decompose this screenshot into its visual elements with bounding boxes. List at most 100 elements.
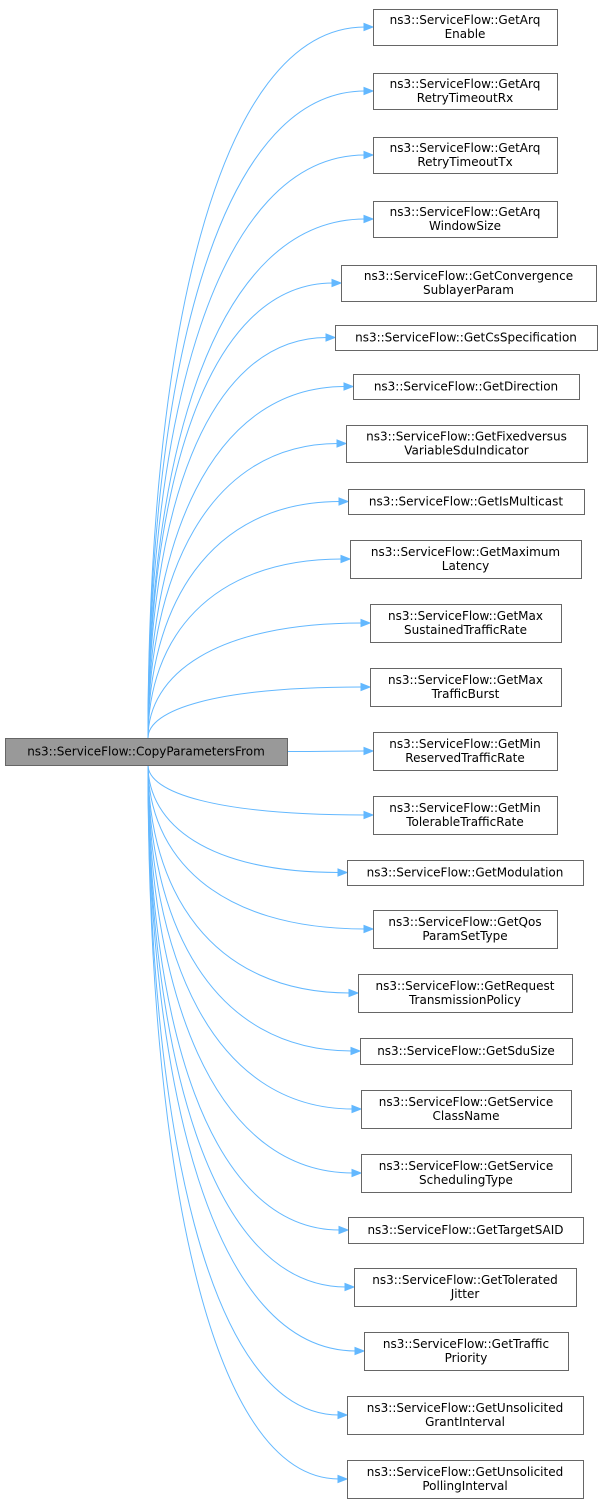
edge-arrowhead xyxy=(363,924,375,934)
node-get-convergence-sublayer-param[interactable]: ns3::ServiceFlow::GetConvergenceSublayer… xyxy=(341,265,597,302)
node-label-line: Jitter xyxy=(450,1287,480,1301)
node-box xyxy=(350,540,582,579)
edge-arrowhead xyxy=(363,746,375,756)
node-label-line: TransmissionPolicy xyxy=(408,993,521,1007)
call-edge xyxy=(147,386,346,739)
edge-arrowhead xyxy=(325,333,337,342)
node-box xyxy=(373,73,558,110)
root-node[interactable]: ns3::ServiceFlow::CopyParametersFrom xyxy=(5,738,288,766)
root-node-box xyxy=(5,738,288,766)
node-label-line: ns3::ServiceFlow::GetTargetSAID xyxy=(367,1223,563,1237)
node-box xyxy=(360,1038,573,1065)
node-box xyxy=(347,1396,584,1435)
node-get-sdu-size[interactable]: ns3::ServiceFlow::GetSduSize xyxy=(360,1038,573,1065)
node-label-line: ns3::ServiceFlow::GetConvergence xyxy=(364,269,573,283)
node-get-modulation[interactable]: ns3::ServiceFlow::GetModulation xyxy=(347,860,584,886)
node-label-line: ns3::ServiceFlow::GetMax xyxy=(388,609,543,623)
edge-arrowhead xyxy=(363,22,375,32)
node-get-target-said[interactable]: ns3::ServiceFlow::GetTargetSAID xyxy=(348,1217,584,1244)
node-label-line: Enable xyxy=(445,27,486,41)
edge-arrowhead xyxy=(343,382,355,391)
edge-arrowhead xyxy=(340,554,352,564)
node-get-unsolicited-grant-interval[interactable]: ns3::ServiceFlow::GetUnsolicitedGrantInt… xyxy=(347,1396,584,1435)
node-label-line: Priority xyxy=(445,1351,488,1365)
node-box xyxy=(373,732,558,771)
node-box xyxy=(341,265,597,302)
node-get-unsolicited-polling-interval[interactable]: ns3::ServiceFlow::GetUnsolicitedPollingI… xyxy=(347,1460,584,1499)
node-get-fixedversus-variable-sdu-indicator[interactable]: ns3::ServiceFlow::GetFixedversusVariable… xyxy=(346,425,588,463)
call-edge xyxy=(286,750,366,752)
node-box xyxy=(347,860,584,886)
call-edge xyxy=(147,154,366,739)
node-box xyxy=(373,201,558,238)
node-label-line: ns3::ServiceFlow::GetArq xyxy=(390,141,541,155)
node-label-line: Latency xyxy=(442,559,489,573)
node-label-line: ns3::ServiceFlow::GetIsMulticast xyxy=(369,495,563,509)
call-edge xyxy=(147,443,339,739)
node-label-line: ns3::ServiceFlow::GetMaximum xyxy=(371,545,560,559)
call-edge xyxy=(147,686,363,739)
node-get-min-reserved-traffic-rate[interactable]: ns3::ServiceFlow::GetMinReservedTrafficR… xyxy=(373,732,558,771)
node-label-line: ns3::ServiceFlow::GetService xyxy=(379,1095,554,1109)
node-get-is-multicast[interactable]: ns3::ServiceFlow::GetIsMulticast xyxy=(348,489,585,515)
call-edge xyxy=(147,26,366,739)
call-edge xyxy=(147,764,340,873)
node-box xyxy=(358,974,573,1013)
node-get-service-scheduling-type[interactable]: ns3::ServiceFlow::GetServiceSchedulingTy… xyxy=(361,1154,572,1193)
call-edge xyxy=(147,282,334,739)
edge-arrowhead xyxy=(363,86,375,96)
node-box xyxy=(373,796,558,835)
edge-arrowhead xyxy=(354,1346,366,1356)
node-box xyxy=(364,1332,569,1371)
call-edge xyxy=(147,90,366,739)
call-edge xyxy=(147,764,341,1231)
call-edges xyxy=(147,22,375,1484)
node-get-cs-specification[interactable]: ns3::ServiceFlow::GetCsSpecification xyxy=(335,325,598,351)
node-label-line: SchedulingType xyxy=(419,1173,513,1187)
node-box xyxy=(370,604,562,643)
edge-arrowhead xyxy=(338,1225,350,1235)
edge-arrowhead xyxy=(337,1474,349,1484)
node-box xyxy=(354,1268,577,1307)
node-label-line: VariableSduIndicator xyxy=(404,444,529,458)
node-get-direction[interactable]: ns3::ServiceFlow::GetDirection xyxy=(353,374,580,400)
node-label-line: ns3::ServiceFlow::GetArq xyxy=(390,13,541,27)
call-edge xyxy=(147,764,340,1480)
node-box xyxy=(373,9,558,46)
node-label-line: ns3::ServiceFlow::GetDirection xyxy=(374,380,558,394)
call-edge xyxy=(147,558,343,739)
edge-arrowhead xyxy=(363,214,375,224)
edge-arrowhead xyxy=(348,988,360,998)
node-label-line: TrafficBurst xyxy=(431,687,500,701)
edge-arrowhead xyxy=(360,618,372,628)
call-edge xyxy=(147,764,357,1352)
node-get-request-transmission-policy[interactable]: ns3::ServiceFlow::GetRequestTransmission… xyxy=(358,974,573,1013)
node-get-max-sustained-traffic-rate[interactable]: ns3::ServiceFlow::GetMaxSustainedTraffic… xyxy=(370,604,562,643)
node-label-line: WindowSize xyxy=(429,219,501,233)
node-box xyxy=(353,374,580,400)
call-edge xyxy=(147,764,351,994)
node-label-line: ns3::ServiceFlow::GetTolerated xyxy=(372,1273,557,1287)
call-edge xyxy=(147,764,347,1288)
node-label-line: SustainedTrafficRate xyxy=(404,623,527,637)
node-label-line: ns3::ServiceFlow::GetQos xyxy=(388,915,541,929)
node-label-line: ns3::ServiceFlow::GetModulation xyxy=(367,866,564,880)
node-label-line: ns3::ServiceFlow::GetArq xyxy=(390,77,541,91)
call-edge xyxy=(147,764,353,1052)
node-get-min-tolerable-traffic-rate[interactable]: ns3::ServiceFlow::GetMinTolerableTraffic… xyxy=(373,796,558,835)
node-box xyxy=(346,425,588,463)
edge-arrowhead xyxy=(336,439,348,448)
node-label-line: ReservedTrafficRate xyxy=(405,751,524,765)
call-edge xyxy=(147,501,341,739)
edge-arrowhead xyxy=(344,1282,356,1292)
